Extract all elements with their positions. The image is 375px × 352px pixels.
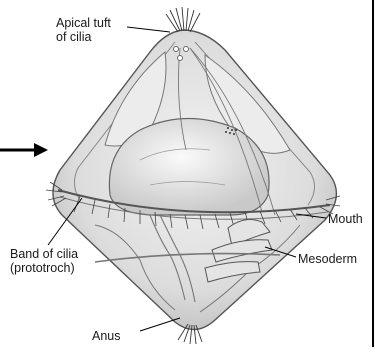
- label-anus: Anus: [92, 329, 121, 343]
- label-apical-tuft: Apical tuft of cilia: [56, 16, 111, 44]
- arrow-icon: [0, 143, 48, 157]
- label-band-line1: Band of cilia: [10, 247, 78, 261]
- eyespot: [184, 47, 189, 52]
- label-apical-tuft-line2: of cilia: [56, 30, 111, 44]
- label-band-line2: (prototroch): [10, 261, 78, 275]
- label-band-of-cilia: Band of cilia (prototroch): [10, 247, 78, 275]
- leader-anus: [140, 318, 180, 331]
- leader-apical-tuft: [127, 27, 170, 32]
- label-mouth: Mouth: [328, 212, 363, 226]
- label-mesoderm: Mesoderm: [298, 252, 357, 266]
- label-apical-tuft-line1: Apical tuft: [56, 16, 111, 30]
- apical-tuft-cilia: [166, 7, 200, 32]
- eyespot: [178, 56, 183, 61]
- eyespot: [174, 47, 179, 52]
